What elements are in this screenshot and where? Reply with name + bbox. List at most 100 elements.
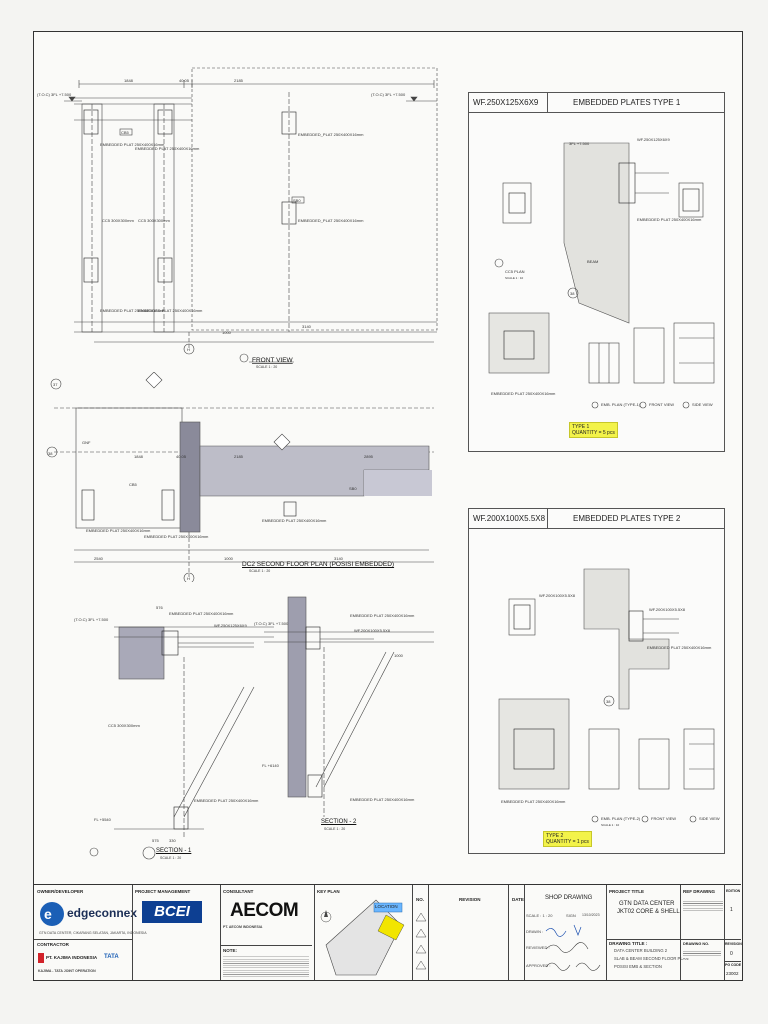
type2-callout: 38	[606, 699, 611, 704]
sec2-label-3: WF.200X100X5.5X8	[354, 628, 391, 633]
front-dim-3: 2185	[234, 78, 244, 83]
section-1-scale: SCALE 1 : 20	[160, 856, 182, 860]
front-level-2: (T.O.C) 3FL +7.500	[371, 92, 406, 97]
front-label-6: EMBEDDED PLAT 250X400X16mm	[135, 146, 200, 151]
type1-label-wf: WF.250X125X6X9	[637, 137, 670, 142]
type2-view-front: FRONT VIEW	[651, 816, 676, 821]
sec1-dim-3: 330	[169, 838, 176, 843]
plan-dim-4: 2895	[364, 454, 374, 459]
sec1-dim-2: 575	[152, 838, 159, 843]
section-1-drawing: (T.O.C) 3FL +7.500 EMBEDDED PLAT 250X400…	[74, 605, 274, 860]
keyplan-heading: KEY PLAN	[317, 889, 340, 894]
ref-drawing-lines	[683, 899, 723, 913]
drawing-no-heading: DRAWING NO.	[683, 942, 710, 946]
shop-drawing-label: SHOP DRAWING	[545, 895, 593, 901]
drawing-sheet: 1848 40.05 2185 1000 3140 EMBEDDED PLAT …	[33, 31, 743, 981]
drawn-label: DRAWN :	[526, 929, 544, 934]
drawing-title-1: DATA CENTER BUILDING 2	[614, 948, 668, 953]
note-heading: NOTE:	[223, 948, 237, 953]
section-1-title: SECTION - 1	[156, 848, 192, 854]
keyplan-location: LOCATION	[375, 904, 398, 909]
front-view-scale: SCALE 1 : 20	[256, 365, 277, 369]
type1-drawing: CC5 PLAN EMB. PLAN (TYPE-1) FRONT VIEW S…	[488, 137, 715, 409]
sign-label: SIGN	[566, 913, 576, 918]
type2-drawing: EMB. PLAN (TYPE-2) FRONT VIEW SIDE VIEW …	[498, 568, 720, 827]
type1-view-side: SIDE VIEW	[692, 402, 713, 407]
sec2-label-1: (T.O.C) 3FL +7.500	[254, 621, 289, 626]
plan-dim-5: 1000	[224, 556, 234, 561]
type1-label-beam: BEAM	[587, 259, 598, 264]
sec2-dim-1: 1000	[394, 653, 404, 658]
owner-heading: OWNER/DEVELOPER	[37, 889, 84, 894]
type2-quantity-highlight: TYPE 2 QUANTITY = 1 pcs	[543, 831, 592, 847]
drawing-title-heading: DRAWING TITLE :	[609, 941, 648, 946]
type1-scale: SCALE 1 : 10	[505, 276, 524, 280]
svg-text:e: e	[44, 906, 52, 922]
owner-sub: GTN DATA CENTER, CIKARANG SELATAN, JAKAR…	[39, 931, 147, 935]
no-heading: NO.	[416, 897, 425, 902]
project-title-2: JKT02 CORE & SHELL	[617, 909, 680, 915]
drawing-title-2: SLAB & BEAM SECOND FLOOR PLAN	[614, 956, 689, 961]
plan-tag-37: 37	[53, 382, 58, 387]
type1-view-emb: EMB. PLAN (TYPE-1)	[601, 402, 641, 407]
plan-scale: SCALE 1 : 20	[249, 569, 271, 573]
plan-tag-sb0: SB0	[349, 486, 357, 491]
plan-dim-7: 2540	[94, 556, 104, 561]
revision-heading: REVISION	[459, 897, 481, 902]
contractor-1: PT. KAJIMA INDONESIA	[46, 955, 98, 960]
edition-heading: EDITION	[726, 889, 741, 893]
sec1-dim-1: 576	[156, 605, 163, 610]
plan-dim-2: 40.05	[176, 454, 187, 459]
front-label-4: EMBEDDED_PLAT 250X400X16mm	[298, 218, 364, 223]
type1-quantity-highlight: TYPE 1 QUANTITY = 5 pcs	[569, 422, 618, 438]
front-dim-1: 1848	[124, 78, 134, 83]
front-column-2: CC5 300X300mm	[138, 218, 170, 223]
edgeconnex-mark-icon: e	[40, 902, 64, 926]
edition-value: 1	[730, 907, 733, 913]
revision-no-value: 0	[730, 951, 733, 957]
front-view-title: FRONT VIEW	[252, 357, 294, 364]
type2-wf: WF.200X100X5.5X8	[473, 514, 546, 523]
kajima-mark-icon	[38, 953, 44, 963]
front-view-drawing: 1848 40.05 2185 1000 3140 EMBEDDED PLAT …	[37, 67, 438, 369]
plan-label-1: EMBEDDED PLAT 250X400X16mm	[86, 528, 151, 533]
sec1-label-6: FL +5540	[94, 817, 112, 822]
front-column-1: CC5 300X300mm	[102, 218, 134, 223]
plan-title: DC2 SECOND FLOOR PLAN (POSISI EMBEDDED)	[242, 561, 395, 568]
plan-dim-1: 1848	[134, 454, 144, 459]
pg-code-value: 23002	[726, 971, 739, 976]
embedded-plates-type-1-panel: WF.250X125X6X9 EMBEDDED PLATES TYPE 1	[468, 92, 725, 452]
section-2-title: SECTION - 2	[321, 819, 357, 825]
type2-view-side: SIDE VIEW	[699, 816, 720, 821]
revision-triangles	[415, 912, 427, 970]
reviewed-label: REVIEWED :	[526, 945, 550, 950]
type1-header: WF.250X125X6X9 EMBEDDED PLATES TYPE 1	[469, 93, 724, 113]
project-title-1: GTN DATA CENTER	[619, 901, 675, 907]
type1-wf: WF.250X125X6X9	[473, 98, 539, 107]
type2-label-wf-1: WF.200X100X5.5X8	[539, 593, 576, 598]
front-level-1: (T.O.C) 3FL +7.500	[37, 92, 72, 97]
scale-label: SCALE : 1 : 20	[526, 913, 553, 918]
signatures	[545, 924, 601, 971]
plan-dim-3: 2185	[234, 454, 244, 459]
type1-label-level: 3FL +7.500	[569, 141, 590, 146]
front-label-2: EMBEDDED PLAT 250X400X16mm	[138, 308, 203, 313]
type1-label-plat-1: EMBEDDED PLAT 250X400X16mm	[637, 217, 702, 222]
type2-title: EMBEDDED PLATES TYPE 2	[573, 514, 681, 523]
type2-label-wf-2: WF.200X100X5.5X8	[649, 607, 686, 612]
plan-dim-6: 3140	[334, 556, 344, 561]
sec1-label-1: (T.O.C) 3FL +7.500	[74, 617, 109, 622]
contractor-heading: CONTRACTOR	[37, 942, 69, 947]
sec1-label-3: WF.250X125X6X9	[214, 623, 247, 628]
sec1-label-5: EMBEDDED PLAT 250X400X16mm	[194, 798, 259, 803]
front-tag-3: SB0	[293, 198, 301, 203]
consultant-heading: CONSULTANT	[223, 889, 254, 894]
drawing-title-3: POSISI EMB & SECTION	[614, 964, 662, 969]
owner-logo-text: edgeconnex	[67, 906, 138, 920]
sec1-label-2: EMBEDDED PLAT 250X400X16mm	[169, 611, 234, 616]
front-label-1: EMBEDDED PLAT 250X400X16mm	[100, 308, 165, 313]
type1-view-front: FRONT VIEW	[649, 402, 674, 407]
pm-heading: PROJECT MANAGEMENT	[135, 889, 191, 894]
type2-view-emb: EMB. PLAN (TYPE-2)	[601, 816, 641, 821]
title-block: OWNER/DEVELOPER e edgeconnex GTN DATA CE…	[34, 884, 742, 980]
